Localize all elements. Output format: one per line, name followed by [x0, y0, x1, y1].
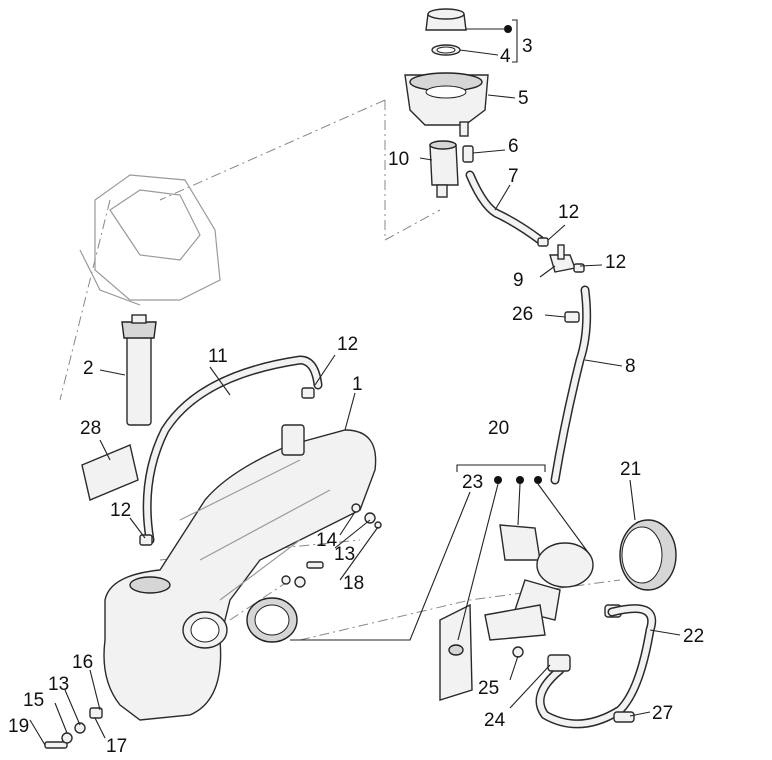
- callout-17: 17: [106, 736, 127, 757]
- filler-tray: [404, 72, 489, 137]
- hose-clamps-upper: [537, 237, 585, 273]
- callout-24: 24: [484, 710, 506, 731]
- callout-10: 10: [388, 149, 409, 170]
- callout-28: 28: [80, 418, 101, 439]
- callout-1: 1: [352, 374, 363, 395]
- callout-15: 15: [23, 690, 44, 711]
- callout-9: 9: [513, 270, 524, 291]
- callout-5: 5: [518, 88, 529, 109]
- hose-clip: [564, 311, 580, 323]
- tank-bolt-set: [44, 707, 103, 749]
- pump-filter-sock: [439, 603, 473, 701]
- tank-seal-ring: [246, 597, 298, 643]
- pump-lock-ring: [619, 519, 677, 591]
- callout-8: 8: [625, 356, 636, 377]
- callout-18: 18: [343, 573, 364, 594]
- cap-group-bracket: [504, 19, 518, 63]
- mount-hardware: [281, 503, 382, 588]
- ghost-frame-outline: [79, 174, 221, 306]
- fuel-level-sender: [121, 314, 157, 426]
- callout-20: 20: [488, 418, 509, 439]
- callout-19: 19: [8, 716, 29, 737]
- callout-labels: 3 4 5 6 10 7 12 9 12 26 8 2 11 12 1 28 2…: [8, 36, 704, 757]
- breather-hose-upper: [465, 170, 545, 245]
- callout-6: 6: [508, 136, 519, 157]
- callout-14: 14: [316, 530, 338, 551]
- callout-3: 3: [522, 36, 533, 57]
- callout-13-mid: 13: [334, 544, 355, 565]
- callout-25: 25: [478, 678, 499, 699]
- vent-hose-tank: [142, 355, 323, 545]
- filter-cartridge: [429, 140, 459, 198]
- callout-4: 4: [500, 46, 511, 67]
- callout-22: 22: [683, 626, 704, 647]
- fuel-cap: [425, 8, 467, 31]
- callout-26: 26: [512, 304, 533, 325]
- callout-12-right: 12: [605, 252, 626, 273]
- callout-2: 2: [83, 358, 94, 379]
- callout-7: 7: [508, 166, 519, 187]
- hose-clamp-tank: [139, 387, 315, 546]
- hose-fitting: [462, 145, 474, 163]
- callout-13-low: 13: [48, 674, 69, 695]
- leader-lines: [29, 28, 681, 746]
- callout-23: 23: [462, 472, 483, 493]
- t-connector: [549, 244, 576, 273]
- feed-hose-clamp: [613, 711, 635, 723]
- callout-12-top: 12: [558, 202, 579, 223]
- pump-group-bracket: [456, 464, 546, 484]
- callout-27: 27: [652, 703, 673, 724]
- callout-12-mid: 12: [337, 334, 358, 355]
- fuel-feed-hose: [535, 604, 657, 729]
- sender-gasket: [81, 444, 139, 501]
- quick-connector: [512, 646, 571, 672]
- callout-16: 16: [72, 652, 93, 673]
- fuel-pump-assembly: [484, 524, 622, 641]
- callout-21: 21: [620, 459, 641, 480]
- cap-gasket: [431, 44, 461, 56]
- callout-12-low: 12: [110, 500, 131, 521]
- fuel-tank: [103, 424, 377, 721]
- callout-11: 11: [208, 346, 228, 367]
- drain-hose: [550, 285, 592, 485]
